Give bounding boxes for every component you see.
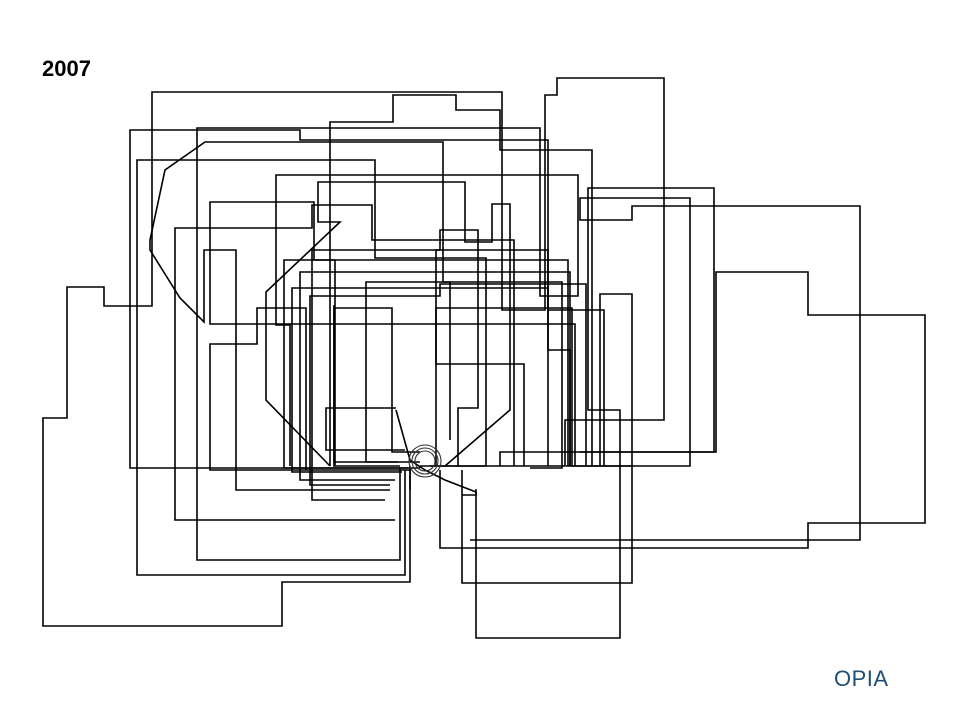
route-line xyxy=(395,409,477,493)
route-line xyxy=(291,287,549,473)
route-line xyxy=(435,229,479,466)
footer-brand: OPIA xyxy=(834,666,889,691)
route-line xyxy=(42,77,665,627)
route-line xyxy=(196,127,579,561)
route-line xyxy=(283,259,569,469)
route-line xyxy=(329,94,593,466)
hub-circle xyxy=(408,444,442,478)
route-line xyxy=(475,187,715,639)
route-lines xyxy=(42,77,926,639)
route-line xyxy=(333,305,400,467)
route-line xyxy=(209,201,576,466)
route-line xyxy=(309,283,587,486)
route-line xyxy=(470,197,861,541)
route-line xyxy=(149,141,563,491)
route-line xyxy=(136,159,487,576)
route-line xyxy=(435,307,633,584)
route-line xyxy=(265,181,511,467)
route-line xyxy=(365,281,451,463)
route-line xyxy=(439,271,926,549)
route-line xyxy=(462,489,477,496)
route-line xyxy=(333,307,420,463)
route-line xyxy=(129,129,605,469)
route-line xyxy=(209,307,410,471)
page-title: 2007 xyxy=(42,56,91,81)
route-line xyxy=(174,204,515,521)
route-line xyxy=(299,271,571,481)
route-line xyxy=(599,293,633,466)
